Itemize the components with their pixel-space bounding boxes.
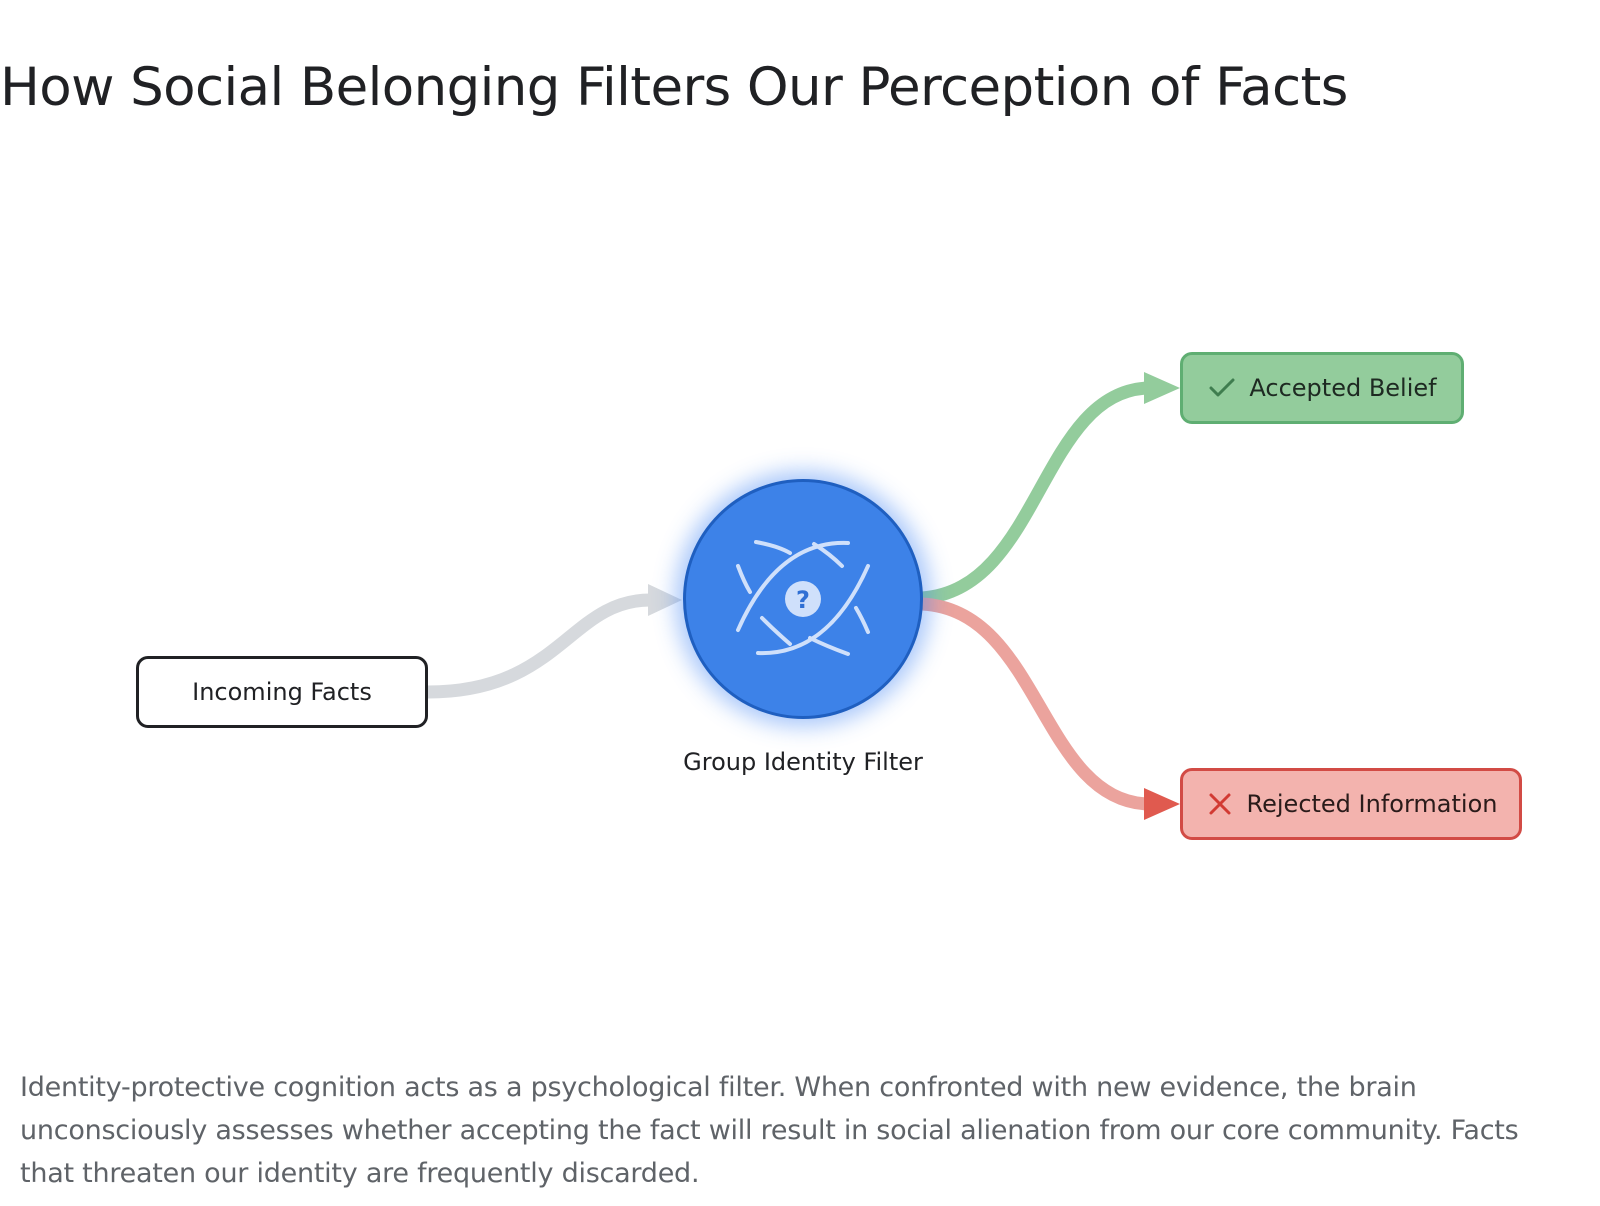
node-group-identity-filter-label: Group Identity Filter bbox=[683, 748, 923, 776]
diagram-caption: Identity-protective cognition acts as a … bbox=[20, 1072, 1519, 1189]
eye-question-icon: ? bbox=[736, 540, 870, 656]
check-icon bbox=[1207, 373, 1237, 403]
node-accepted-belief-label: Accepted Belief bbox=[1249, 374, 1437, 402]
edge-incoming-to-filter-arrowhead bbox=[648, 584, 682, 616]
node-incoming-facts: Incoming Facts bbox=[136, 656, 428, 728]
svg-text:?: ? bbox=[796, 586, 810, 614]
edge-filter-to-accepted-arrowhead bbox=[1144, 372, 1180, 404]
edge-filter-to-accepted bbox=[915, 381, 1155, 605]
node-rejected-information: Rejected Information bbox=[1180, 768, 1522, 840]
edge-filter-to-rejected bbox=[915, 597, 1155, 811]
edge-incoming-to-filter bbox=[421, 593, 657, 699]
flow-diagram: Incoming Facts ? Group Identity Filter bbox=[136, 352, 1522, 840]
edge-filter-to-rejected-arrowhead bbox=[1144, 788, 1180, 820]
node-rejected-information-label: Rejected Information bbox=[1246, 790, 1498, 818]
node-incoming-facts-label: Incoming Facts bbox=[192, 678, 372, 706]
x-icon bbox=[1205, 789, 1235, 819]
node-group-identity-filter: ? bbox=[683, 479, 923, 719]
diagram-connectors bbox=[421, 372, 1180, 820]
node-accepted-belief: Accepted Belief bbox=[1180, 352, 1464, 424]
page-title: How Social Belonging Filters Our Percept… bbox=[0, 57, 1348, 118]
